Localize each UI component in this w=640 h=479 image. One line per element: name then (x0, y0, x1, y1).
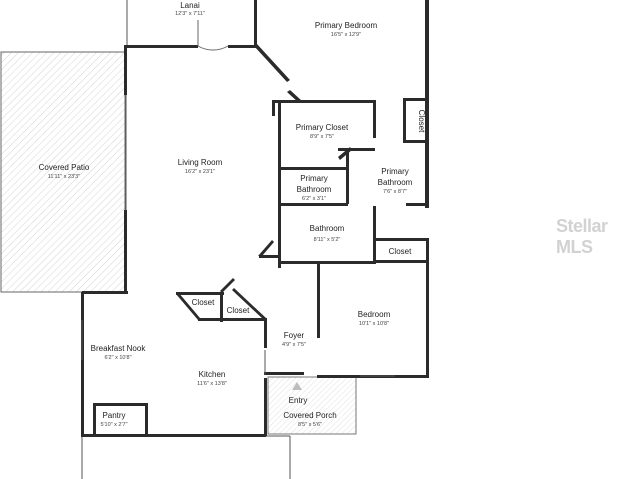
walls (81, 0, 429, 437)
dims-primary-bathroom: 7'6" x 8'7" (383, 189, 407, 195)
label-primary-bathroom-small-1: Primary (300, 174, 328, 183)
label-bathroom: Bathroom (310, 224, 345, 233)
dims-bathroom: 8'11" x 5'2" (314, 237, 341, 243)
dims-covered-patio: 11'11" x 23'3" (48, 174, 80, 180)
label-living-room: Living Room (178, 158, 223, 167)
label-entry: Entry (289, 396, 308, 405)
covered-patio-area (0, 51, 126, 293)
label-primary-bathroom-2: Bathroom (378, 178, 413, 187)
label-primary-bathroom-small-2: Bathroom (297, 185, 332, 194)
watermark: Stellar MLS (556, 216, 608, 257)
label-pantry: Pantry (102, 411, 125, 420)
dims-primary-bathroom-small: 6'2" x 3'1" (302, 196, 326, 202)
label-closet-b: Closet (227, 306, 250, 315)
label-bedroom: Bedroom (358, 310, 391, 319)
label-covered-porch: Covered Porch (283, 411, 336, 420)
label-primary-closet: Primary Closet (296, 123, 349, 132)
dims-pantry: 5'10" x 2'7" (100, 422, 127, 428)
entry-arrow-icon (292, 382, 302, 390)
dims-covered-porch: 8'5" x 5'6" (298, 422, 322, 428)
room-labels: Lanai 12'3" x 7'11" Primary Bedroom 16'5… (39, 1, 426, 428)
dims-lanai: 12'3" x 7'11" (175, 11, 205, 17)
lower-exterior-lines (81, 435, 291, 479)
label-closet-a: Closet (192, 298, 215, 307)
dims-primary-closet: 8'9" x 7'5" (310, 134, 334, 140)
label-primary-bathroom-1: Primary (381, 167, 409, 176)
label-foyer: Foyer (284, 331, 305, 340)
label-covered-patio: Covered Patio (39, 163, 90, 172)
label-closet-right: Closet (417, 110, 426, 133)
dims-kitchen: 11'6" x 13'8" (197, 381, 227, 387)
dims-breakfast-nook: 6'2" x 10'8" (104, 355, 131, 361)
dims-foyer: 4'9" x 7'5" (282, 342, 306, 348)
label-breakfast-nook: Breakfast Nook (91, 344, 147, 353)
dims-bedroom: 10'1" x 10'8" (359, 321, 389, 327)
dims-living-room: 16'2" x 23'1" (185, 169, 215, 175)
label-lanai: Lanai (180, 1, 200, 10)
label-primary-bedroom: Primary Bedroom (315, 21, 378, 30)
label-closet-hall: Closet (389, 247, 412, 256)
label-kitchen: Kitchen (199, 370, 226, 379)
doors (81, 20, 395, 377)
dims-primary-bedroom: 16'5" x 12'9" (331, 32, 361, 38)
covered-porch-area (267, 376, 357, 435)
